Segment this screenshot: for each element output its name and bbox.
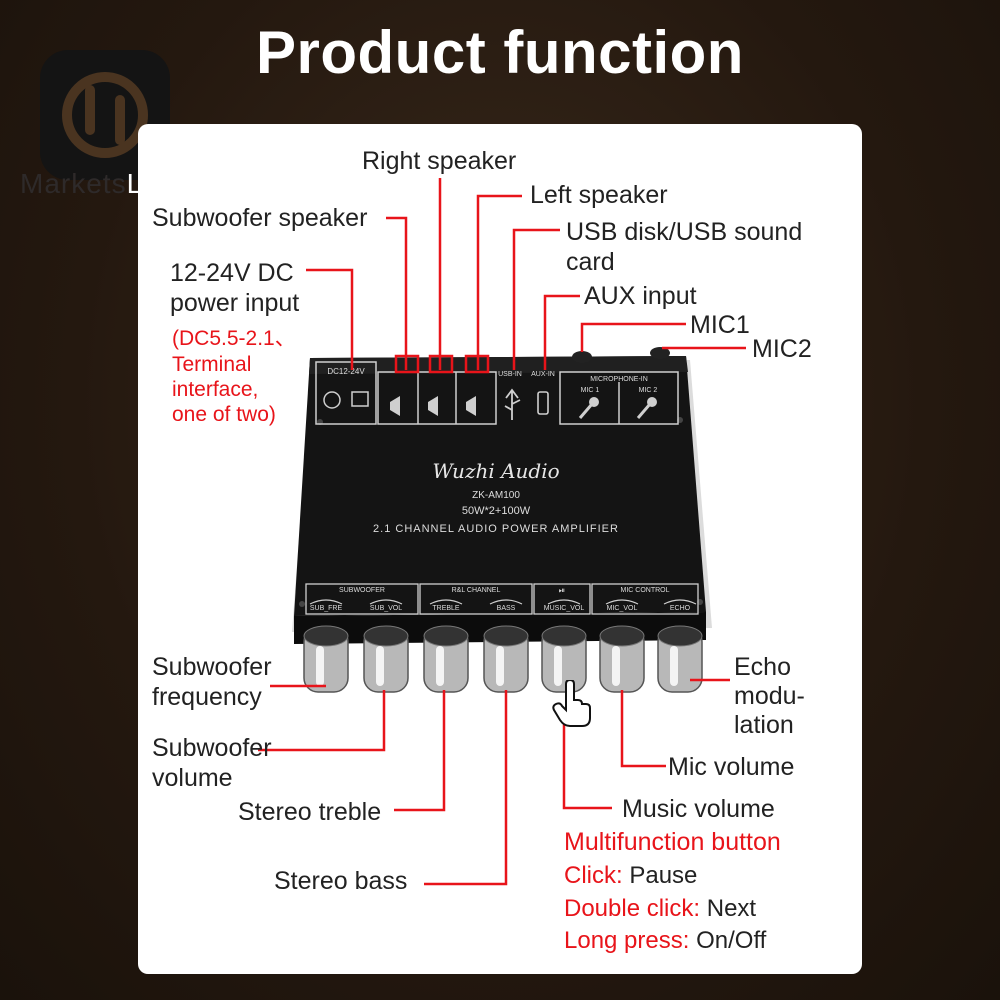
knob-label-2: TREBLE xyxy=(432,605,460,612)
label-sub-freq-1: Subwoofer xyxy=(152,653,272,681)
label-dc-2: power input xyxy=(170,289,300,317)
label-long-press: Long press: On/Off xyxy=(564,927,767,954)
label-right-speaker: Right speaker xyxy=(362,147,517,175)
label-dc-note-2: Terminal xyxy=(172,353,252,376)
brand-logo-icon xyxy=(40,50,170,180)
aux-jack-icon xyxy=(537,391,549,415)
aux-label: AUX-IN xyxy=(531,371,555,378)
label-bass: Stereo bass xyxy=(274,867,408,895)
knob-0[interactable] xyxy=(303,625,349,693)
knob-2[interactable] xyxy=(423,625,469,693)
knob-1[interactable] xyxy=(363,625,409,693)
label-mic-vol: Mic volume xyxy=(668,753,795,781)
label-double-click: Double click: Next xyxy=(564,895,757,922)
label-click: Click: Pause xyxy=(564,862,698,889)
label-left-speaker: Left speaker xyxy=(530,181,668,209)
label-treble: Stereo treble xyxy=(238,798,382,826)
label-sub-freq-2: frequency xyxy=(152,683,262,711)
label-music-vol: Music volume xyxy=(622,795,775,823)
label-subwoofer-speaker: Subwoofer speaker xyxy=(152,204,368,232)
label-multifunction: Multifunction button xyxy=(564,828,781,856)
usb-icon xyxy=(504,388,521,420)
label-mic2: MIC2 xyxy=(752,335,812,363)
group-rl: R&L CHANNEL xyxy=(452,587,501,594)
model-name: ZK-AM100 xyxy=(472,490,520,501)
knob-scale-1 xyxy=(369,599,403,605)
knob-label-6: ECHO xyxy=(670,605,691,612)
group-subwoofer: SUBWOOFER xyxy=(339,587,385,594)
label-sub-vol-1: Subwoofer xyxy=(152,734,272,762)
label-usb-2: card xyxy=(566,248,615,276)
knob-label-4: MUSIC_VOL xyxy=(544,605,585,612)
knob-5[interactable] xyxy=(599,625,645,693)
knob-scale-0 xyxy=(309,599,343,605)
knob-label-0: SUB_FRE xyxy=(310,605,343,612)
label-dc-note-3: interface, xyxy=(172,378,259,401)
label-dc-note-4: one of two) xyxy=(172,403,276,426)
board-body xyxy=(294,356,706,616)
mic2-icon xyxy=(636,403,652,419)
hand-pointer-icon xyxy=(552,680,591,727)
knob-scale-4 xyxy=(547,599,581,605)
power-rating: 50W*2+100W xyxy=(462,505,531,517)
label-dc-note-1: (DC5.5-2.1、 xyxy=(172,327,296,350)
knob-label-1: SUB_VOL xyxy=(370,605,402,612)
knob-6[interactable] xyxy=(657,625,703,693)
label-mic1: MIC1 xyxy=(690,311,750,339)
knob-scale-6 xyxy=(663,599,697,605)
brand-name: Wuzhi Audio xyxy=(432,459,559,483)
label-sub-vol-2: volume xyxy=(152,764,233,792)
usb-label: USB-IN xyxy=(498,371,522,378)
label-aux: AUX input xyxy=(584,282,697,310)
speaker-terminals xyxy=(377,371,497,425)
knob-scale-3 xyxy=(489,599,523,605)
play-pause-icon: ⏯ xyxy=(559,586,565,595)
mic-in-label: MICROPHONE-IN xyxy=(590,376,648,383)
knob-label-3: BASS xyxy=(497,605,516,612)
knob-scale-5 xyxy=(605,599,639,605)
knob-label-5: MIC_VOL xyxy=(607,605,638,612)
group-mic: MIC CONTROL xyxy=(621,587,670,594)
label-echo-1: Echo xyxy=(734,653,791,681)
label-echo-2: modu- xyxy=(734,682,805,710)
knob-4[interactable] xyxy=(541,625,587,693)
page-title: Product function xyxy=(256,19,744,86)
knob-scale-2 xyxy=(429,599,463,605)
dc-jack-icon xyxy=(323,391,341,409)
mic1-icon xyxy=(578,403,594,419)
dc-label: DC12-24V xyxy=(327,367,365,376)
knob-3[interactable] xyxy=(483,625,529,693)
label-echo-3: lation xyxy=(734,711,794,739)
label-dc-1: 12-24V DC xyxy=(170,259,294,287)
mic2-tag: MIC 2 xyxy=(639,387,658,394)
label-usb: USB disk/USB sound xyxy=(566,218,803,246)
mic1-tag: MIC 1 xyxy=(581,387,600,394)
amp-description: 2.1 CHANNEL AUDIO POWER AMPLIFIER xyxy=(373,523,619,535)
